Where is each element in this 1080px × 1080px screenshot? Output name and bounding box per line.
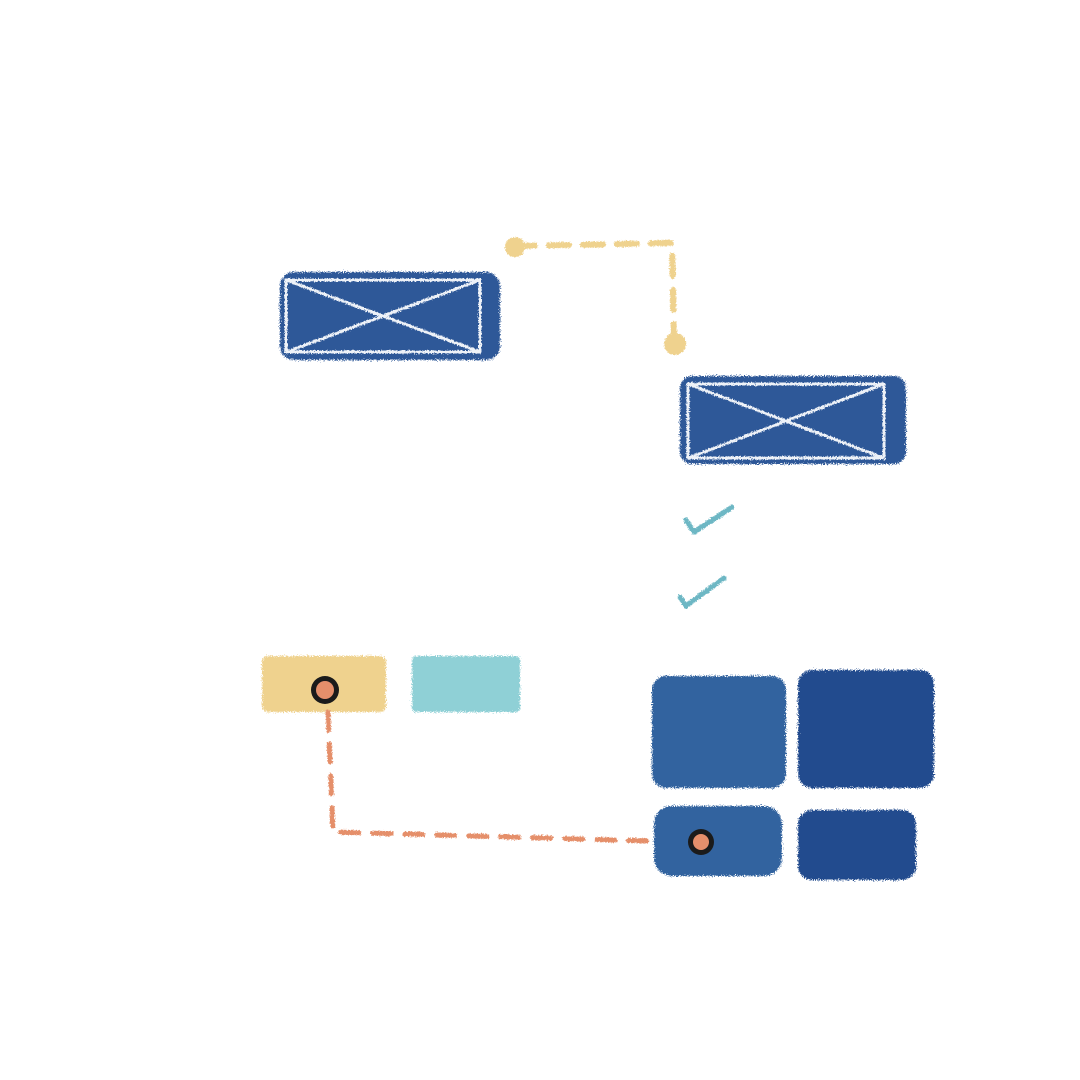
orange-connector-line: [325, 709, 688, 845]
teal-block: [412, 656, 520, 712]
image-placeholder-right: [680, 376, 906, 464]
target-ring-icon: [311, 676, 339, 704]
checkmark-icon: [683, 504, 735, 535]
yellow-connector: [505, 237, 686, 355]
connector-end-dot-icon: [664, 333, 686, 355]
yellow-connector-line: [512, 239, 677, 346]
target-ring-icon: [688, 829, 714, 855]
crossed-rectangle-icon: [284, 278, 482, 354]
tile-grid: [652, 670, 934, 880]
tile-bottom-right: [798, 810, 916, 880]
tile-top-right: [798, 670, 934, 788]
crossed-rectangle-icon: [686, 382, 886, 460]
checkmark-icon: [677, 575, 727, 609]
yellow-block: [262, 656, 386, 712]
connector-start-dot-icon: [505, 237, 525, 257]
tile-top-left: [652, 676, 786, 788]
image-placeholder-top-left: [280, 272, 500, 360]
tile-bottom-left: [654, 806, 782, 876]
